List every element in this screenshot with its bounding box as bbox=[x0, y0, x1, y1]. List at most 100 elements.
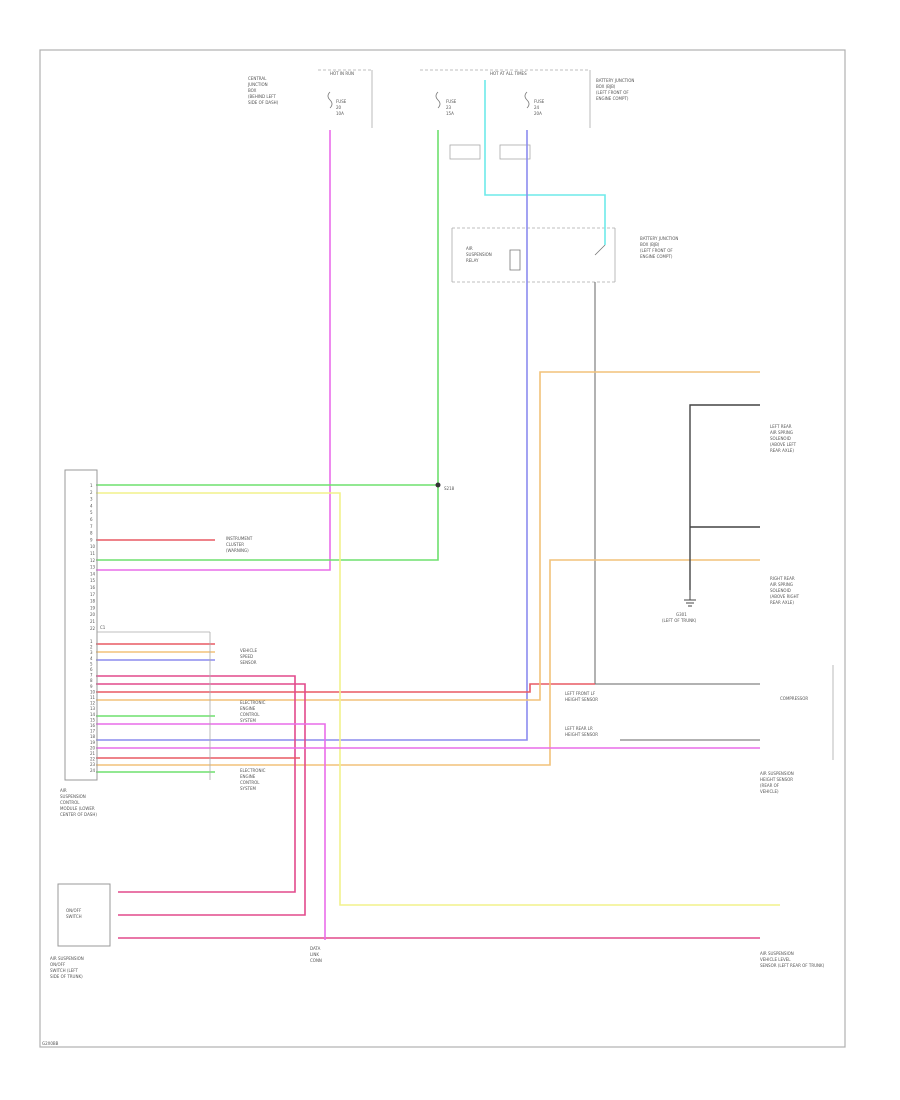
module-pin-c1: 23 bbox=[90, 762, 96, 767]
fuse-tiles bbox=[449, 144, 531, 160]
module-pin-c1: 10 bbox=[90, 689, 96, 694]
module-pin-c1: 22 bbox=[90, 757, 96, 762]
module-pin: 17 bbox=[90, 592, 96, 597]
module-pin: 12 bbox=[90, 558, 96, 563]
module-pin: 22 bbox=[90, 626, 96, 631]
module-pin: 11 bbox=[90, 551, 96, 556]
svg-text:HOT IN RUN: HOT IN RUN bbox=[330, 71, 354, 76]
module-pin-c1: 9 bbox=[90, 684, 93, 689]
module-pin-c1: 6 bbox=[90, 667, 93, 672]
module-pin-c1: 2 bbox=[90, 645, 93, 650]
module-pin: 4 bbox=[90, 503, 93, 508]
wire-pink-lower bbox=[96, 723, 326, 940]
wire-crimson-2 bbox=[96, 675, 296, 893]
wires bbox=[96, 80, 780, 940]
module-pin: 14 bbox=[90, 571, 96, 576]
module-pin: 15 bbox=[90, 578, 96, 583]
module-pin: 16 bbox=[90, 585, 96, 590]
wire-dark-solenoid bbox=[689, 404, 760, 590]
module-pin-c1: 15 bbox=[90, 717, 96, 722]
wire-blue bbox=[96, 130, 528, 741]
module-pins-top: 1234567891011121314151617181920212212345… bbox=[90, 483, 96, 773]
module-pin: 19 bbox=[90, 605, 96, 610]
module-pin: 20 bbox=[90, 612, 96, 617]
module-pin: 7 bbox=[90, 524, 93, 529]
module-pin-c1: 8 bbox=[90, 678, 93, 683]
fuse-symbols bbox=[327, 91, 530, 109]
module-pin: 9 bbox=[90, 537, 93, 542]
module-pin-c1: 18 bbox=[90, 734, 96, 739]
splice-dot bbox=[435, 482, 441, 488]
module-pin-c1: 11 bbox=[90, 695, 96, 700]
wire-yellow bbox=[96, 492, 780, 906]
ground-label: G301(LEFT OF TRUNK) bbox=[662, 612, 697, 623]
module-pin: 2 bbox=[90, 490, 93, 495]
ground-symbol bbox=[684, 590, 696, 607]
module-pin-c1: 5 bbox=[90, 661, 93, 666]
compressor-label: COMPRESSOR bbox=[780, 696, 808, 701]
module-pin-c1: 3 bbox=[90, 650, 93, 655]
wire-red bbox=[96, 683, 595, 693]
module-pin-c1: 24 bbox=[90, 768, 96, 773]
svg-text:C1: C1 bbox=[100, 625, 106, 630]
module-pin: 3 bbox=[90, 497, 93, 502]
svg-text:HOT AT ALL TIMES: HOT AT ALL TIMES bbox=[490, 71, 527, 76]
module-pin-c1: 21 bbox=[90, 751, 96, 756]
wire-cyan bbox=[484, 80, 606, 245]
module-pin: 1 bbox=[90, 483, 93, 488]
wire-dark-relay bbox=[594, 282, 760, 685]
wire-pink-main bbox=[96, 130, 331, 571]
module-pin-c1: 20 bbox=[90, 745, 96, 750]
wire-green-main bbox=[96, 130, 439, 561]
module-pin-c1: 4 bbox=[90, 656, 93, 661]
wire-crimson-1 bbox=[96, 683, 306, 916]
module-pin-c1: 7 bbox=[90, 673, 93, 678]
wire-orange-top bbox=[96, 371, 760, 701]
module-pin: 5 bbox=[90, 510, 93, 515]
footer-code: G2X0BB bbox=[42, 1041, 59, 1046]
module-pin-c1: 19 bbox=[90, 740, 96, 745]
module-pin-c1: 16 bbox=[90, 723, 96, 728]
module-pin: 21 bbox=[90, 619, 96, 624]
module-pin-c1: 14 bbox=[90, 712, 96, 717]
module-pin: 6 bbox=[90, 517, 93, 522]
module-pin: 18 bbox=[90, 599, 96, 604]
module-pin: 13 bbox=[90, 565, 96, 570]
module-pin-c1: 12 bbox=[90, 701, 96, 706]
module-pin: 10 bbox=[90, 544, 96, 549]
module-pin-c1: 13 bbox=[90, 706, 96, 711]
module-pin-c1: 17 bbox=[90, 729, 96, 734]
module-pin: 8 bbox=[90, 531, 93, 536]
splice-label: S218 bbox=[444, 486, 455, 491]
wire-orange-bottom bbox=[96, 559, 760, 766]
diagram-border bbox=[39, 49, 846, 1048]
module-pin-c1: 1 bbox=[90, 639, 93, 644]
